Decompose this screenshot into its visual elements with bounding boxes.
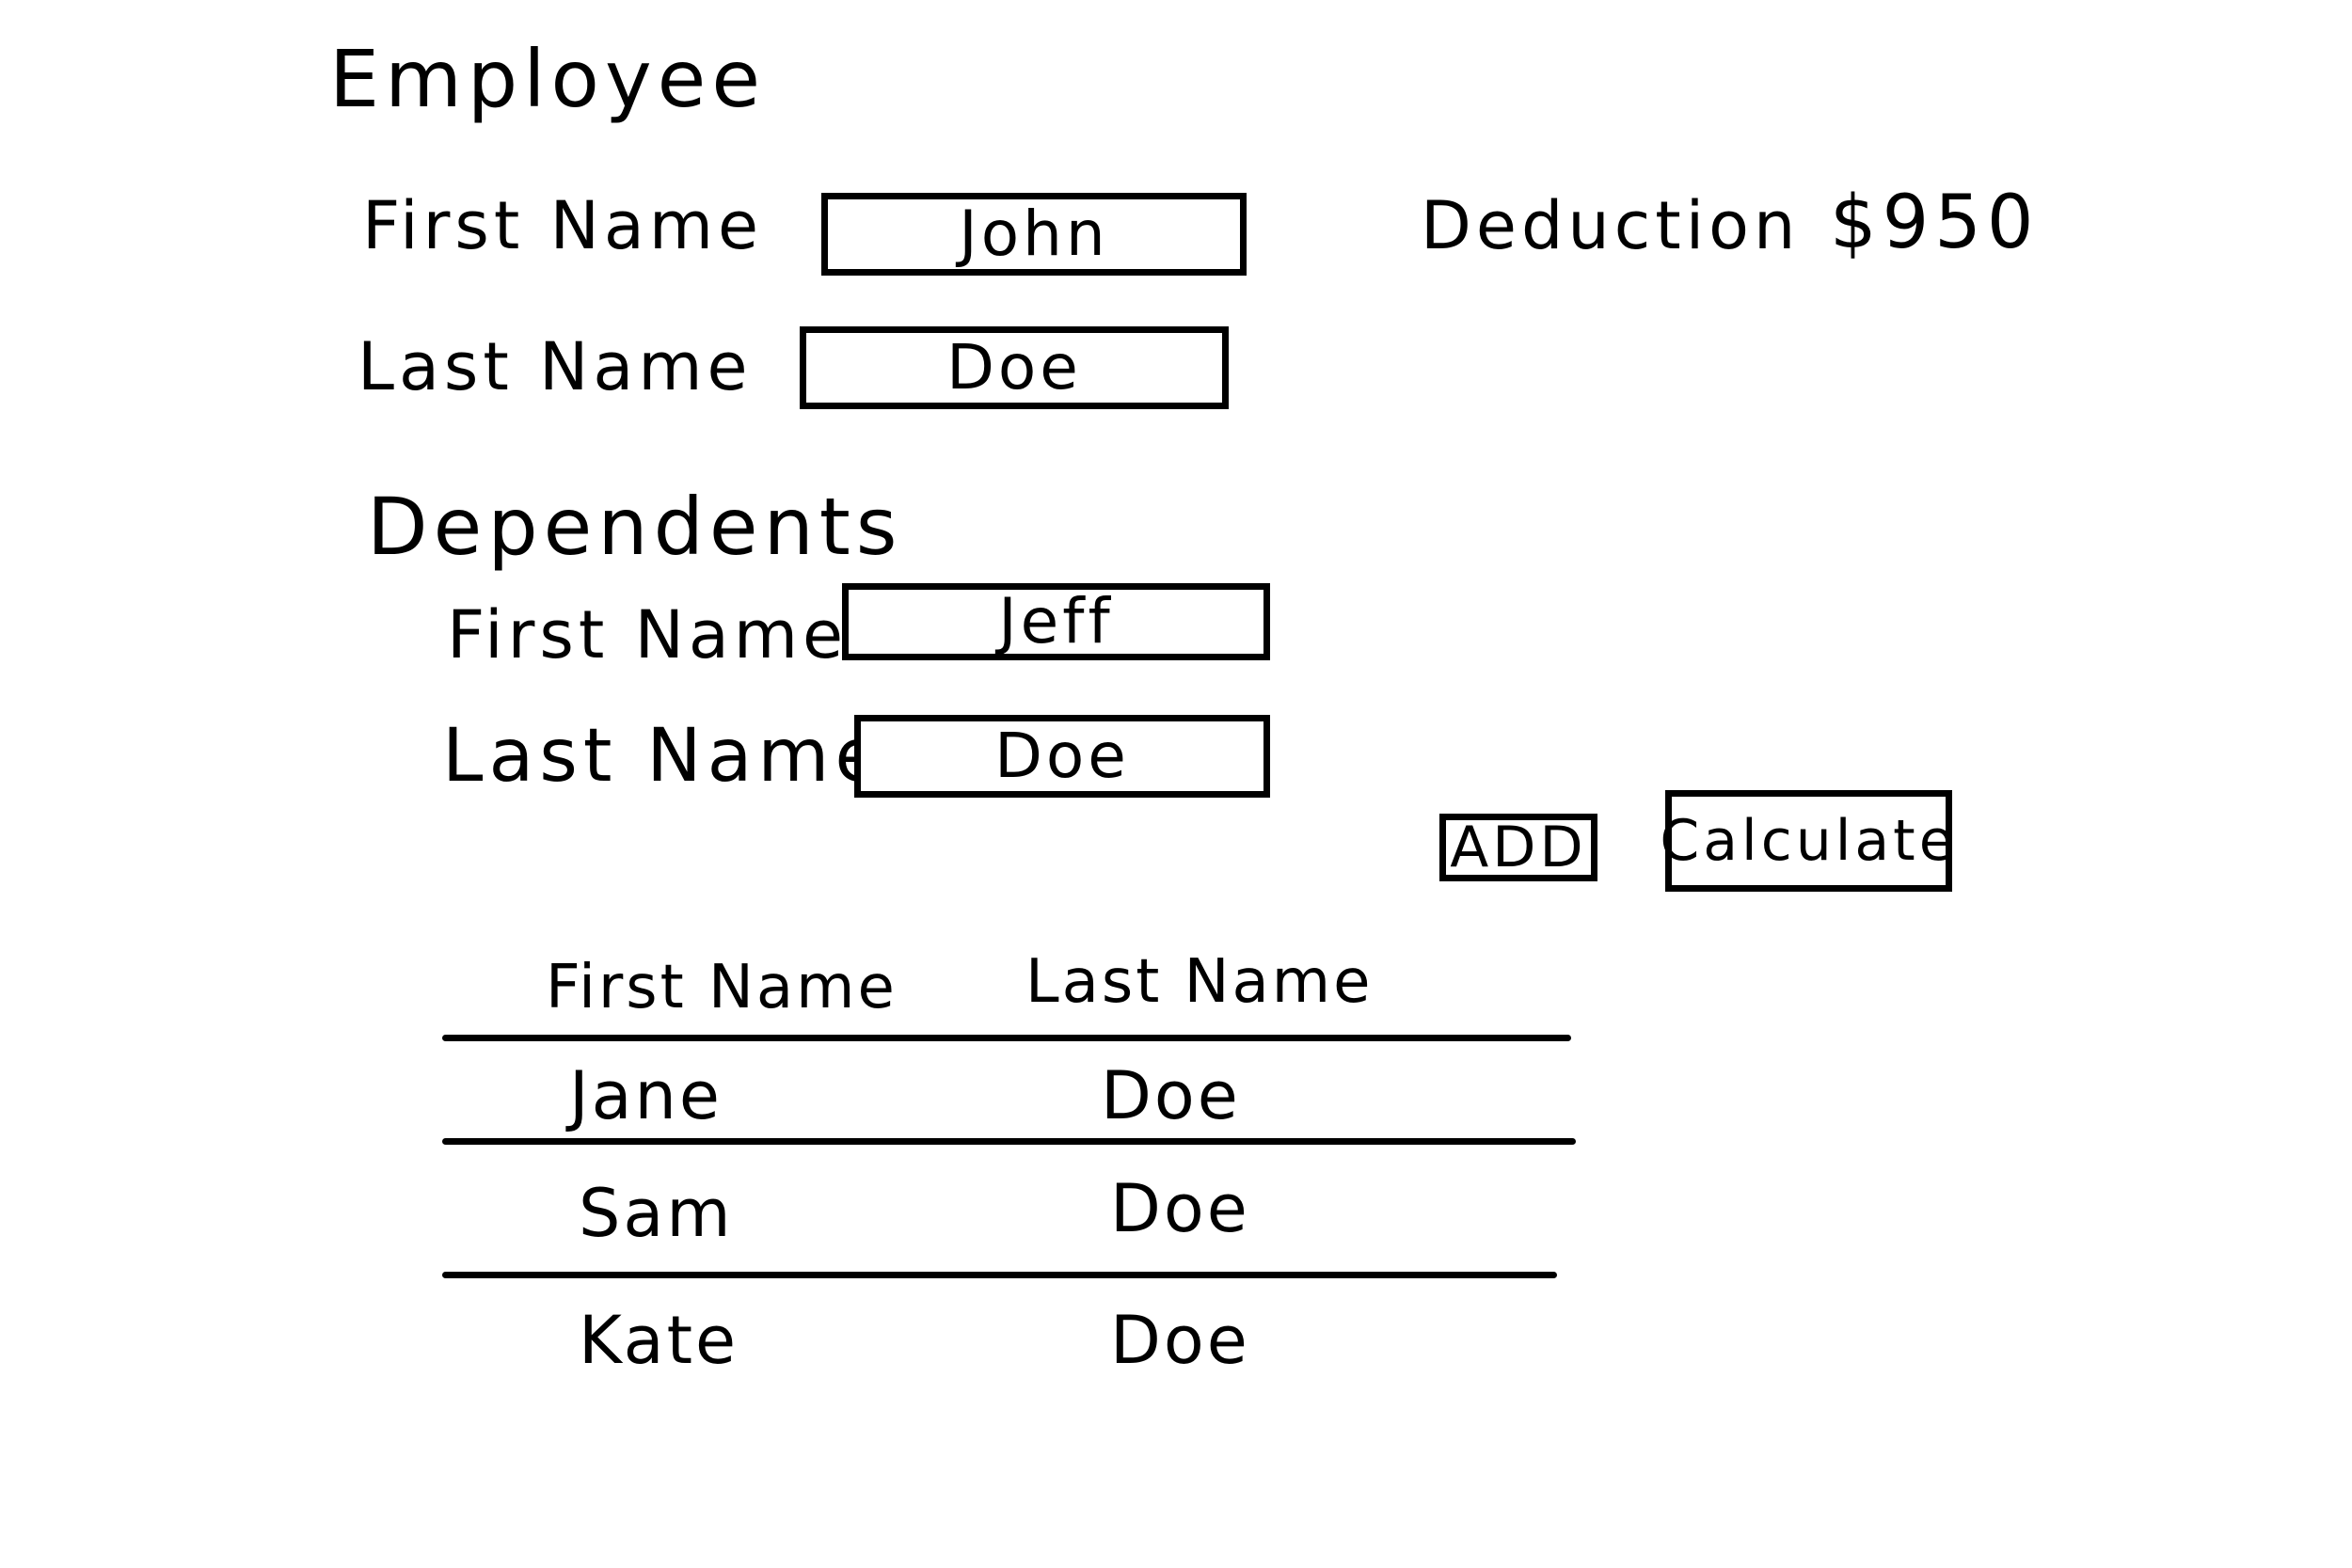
deduction-label: Deduction [1421, 187, 1801, 264]
table-cell-first-name: Jane [569, 1057, 723, 1134]
table-cell-first-name: Kate [579, 1302, 739, 1379]
column-header-last-name: Last Name [1025, 947, 1374, 1017]
table-cell-first-name: Sam [579, 1175, 734, 1252]
employee-last-name-label: Last Name [358, 328, 753, 405]
employee-last-name-field[interactable]: Doe [800, 326, 1229, 409]
employee-heading: Employee [329, 33, 767, 125]
employee-first-name-label: First Name [362, 187, 764, 264]
table-row-divider [442, 1272, 1557, 1278]
table-header-divider [442, 1035, 1571, 1041]
table-cell-last-name: Doe [1110, 1170, 1250, 1247]
employee-last-name-value: Doe [946, 331, 1082, 404]
table-row-divider [442, 1138, 1576, 1145]
dependent-last-name-label: Last Name [442, 714, 886, 799]
employee-first-name-field[interactable]: John [821, 193, 1247, 276]
add-button[interactable]: ADD [1439, 814, 1597, 881]
table-cell-last-name: Doe [1101, 1057, 1241, 1134]
dependent-last-name-value: Doe [994, 720, 1130, 792]
calculate-button[interactable]: Calculate [1660, 790, 1954, 892]
dependent-first-name-field[interactable]: Jeff [842, 583, 1270, 660]
column-header-first-name: First Name [546, 953, 898, 1022]
deduction-value: $950 [1830, 181, 2040, 265]
employee-first-name-value: John [959, 198, 1109, 270]
dependents-heading: Dependents [367, 481, 903, 573]
dependent-first-name-label: First Name [447, 596, 849, 673]
dependent-last-name-field[interactable]: Doe [854, 715, 1270, 798]
dependent-first-name-value: Jeff [998, 585, 1114, 657]
table-cell-last-name: Doe [1110, 1302, 1250, 1379]
